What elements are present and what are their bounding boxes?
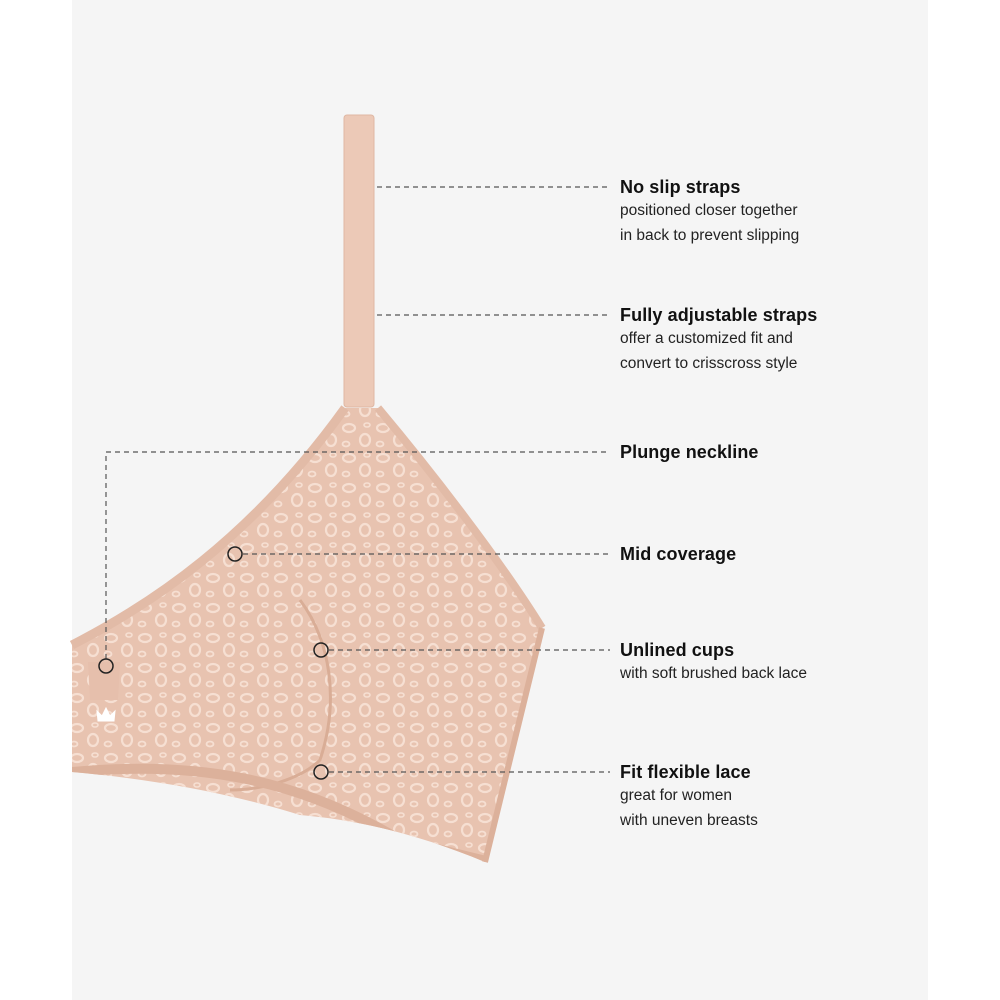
callout-line: offer a customized fit and bbox=[620, 330, 793, 347]
circle-marker-icon bbox=[227, 546, 243, 562]
callout-unlined-cups: Unlined cups with soft brushed back lace bbox=[620, 639, 900, 686]
callout-line: great for women bbox=[620, 787, 732, 804]
callout-no-slip-straps: No slip straps positioned closer togethe… bbox=[620, 176, 900, 248]
callout-line: in back to prevent slipping bbox=[620, 227, 800, 244]
circle-marker-icon bbox=[98, 658, 114, 674]
callout-title: No slip straps bbox=[620, 177, 741, 197]
leader-line-plunge bbox=[105, 451, 610, 659]
callout-plunge-neckline: Plunge neckline bbox=[620, 441, 900, 463]
callout-description: with soft brushed back lace bbox=[620, 661, 900, 686]
callout-title: Mid coverage bbox=[620, 544, 737, 564]
callout-line: with uneven breasts bbox=[620, 812, 758, 829]
callout-mid-coverage: Mid coverage bbox=[620, 543, 900, 565]
callout-title: Unlined cups bbox=[620, 640, 735, 660]
product-panel bbox=[72, 0, 928, 1000]
circle-marker-icon bbox=[313, 642, 329, 658]
callout-description: great for women with uneven breasts bbox=[620, 783, 900, 833]
callout-title: Plunge neckline bbox=[620, 442, 759, 462]
leader-lines bbox=[105, 186, 610, 773]
callout-title: Fully adjustable straps bbox=[620, 305, 818, 325]
callout-line: positioned closer together bbox=[620, 202, 798, 219]
callout-flexible-lace: Fit flexible lace great for women with u… bbox=[620, 761, 900, 833]
callout-title: Fit flexible lace bbox=[620, 762, 751, 782]
callout-line: convert to crisscross style bbox=[620, 355, 798, 372]
crown-logo-icon bbox=[96, 706, 116, 722]
callout-description: offer a customized fit and convert to cr… bbox=[620, 326, 900, 376]
shoulder-strap bbox=[344, 115, 374, 407]
callout-adjustable-straps: Fully adjustable straps offer a customiz… bbox=[620, 304, 900, 376]
lace-cup bbox=[69, 405, 546, 863]
callout-description: positioned closer together in back to pr… bbox=[620, 198, 900, 248]
circle-marker-icon bbox=[313, 764, 329, 780]
callout-line: with soft brushed back lace bbox=[620, 665, 807, 682]
